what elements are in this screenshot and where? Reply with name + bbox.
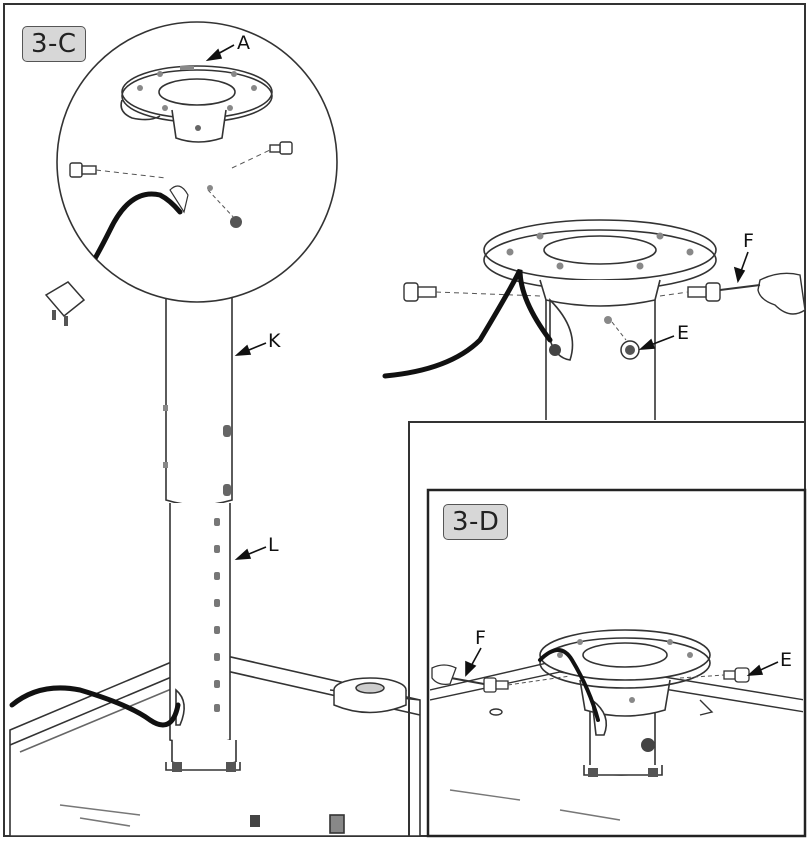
background-part	[333, 677, 407, 714]
inset-screw-e	[723, 667, 750, 683]
mounting-plate-a	[120, 65, 273, 143]
cable-detail	[382, 268, 553, 379]
leader-k	[234, 342, 267, 356]
detail-plate	[483, 219, 717, 420]
leader-e-inset	[746, 661, 779, 676]
callout-l: L	[268, 534, 279, 556]
callout-e-detail: E	[677, 322, 690, 344]
callout-f-inset: F	[475, 627, 486, 649]
leader-l	[234, 546, 267, 560]
inset-screw-f	[431, 664, 509, 693]
step-badge-3d: 3-D	[443, 504, 509, 540]
screw-right	[269, 141, 293, 155]
callout-k: K	[268, 330, 281, 352]
inset-assembly	[539, 629, 711, 777]
screw-left	[69, 162, 97, 178]
screw-detail-right	[687, 282, 721, 302]
nut-e-detail	[620, 340, 640, 360]
hand-screwdriver	[719, 272, 806, 315]
power-plug	[44, 281, 86, 326]
inset-outer-frame	[408, 421, 805, 836]
pole-l	[165, 503, 241, 772]
leader-e-detail	[638, 335, 675, 350]
step-badge-3c: 3-C	[22, 26, 86, 62]
leader-a	[205, 44, 235, 62]
leader-f-detail	[733, 251, 749, 284]
leader-f-inset	[465, 647, 482, 677]
callout-e-inset: E	[780, 649, 793, 671]
callout-a: A	[237, 32, 250, 54]
inset-cable	[538, 648, 600, 722]
screw-detail-left	[403, 282, 437, 302]
power-cable-floor	[9, 685, 181, 728]
detail-circle	[56, 21, 338, 303]
callout-f-detail: F	[743, 230, 754, 252]
